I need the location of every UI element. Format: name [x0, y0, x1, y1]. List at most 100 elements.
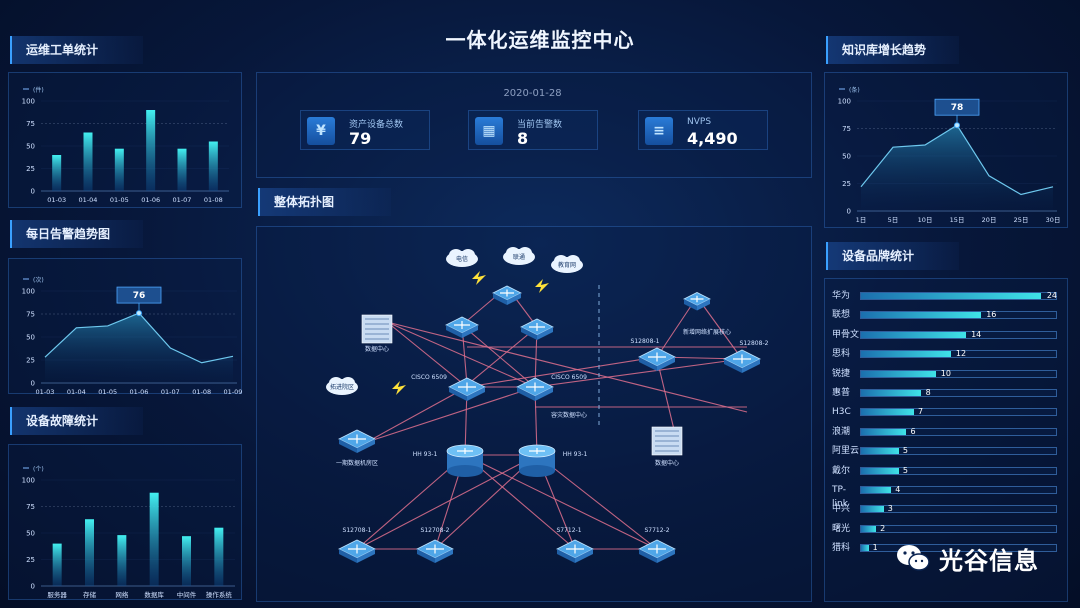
- link-line: [386, 321, 468, 388]
- x-tick-label: 15日: [950, 216, 965, 224]
- y-tick-label: 0: [31, 583, 35, 591]
- peak-badge: [116, 286, 162, 304]
- switch-icon: [683, 292, 711, 311]
- peak-point: [136, 310, 142, 317]
- brand-track: 24: [860, 292, 1057, 300]
- stat-card-assets[interactable]: ¥ 资产设备总数 79: [300, 110, 430, 150]
- brand-value: 12: [955, 349, 967, 359]
- node-label: 容灾数据中心: [551, 411, 587, 419]
- link-line: [366, 386, 468, 443]
- y-tick-label: 50: [26, 334, 35, 342]
- bar: [149, 492, 159, 586]
- bar: [177, 148, 187, 191]
- brand-track: 14: [860, 329, 1057, 339]
- y-tick-label: 25: [26, 357, 35, 365]
- y-tick-label: 100: [22, 98, 35, 106]
- brand-bar: [861, 448, 899, 455]
- y-tick-label: 100: [22, 288, 35, 296]
- link-line: [386, 321, 748, 413]
- switch-icon: [638, 347, 676, 371]
- bar: [85, 519, 94, 586]
- brand-name: 华为: [832, 291, 851, 301]
- x-tick-label: 数据库: [144, 590, 164, 599]
- node-label: S12708-2: [421, 527, 450, 534]
- x-tick-label: 01-06: [130, 388, 149, 395]
- stat-card-alarms[interactable]: ▦ 当前告警数 8: [468, 110, 598, 150]
- link-line: [466, 356, 658, 388]
- stat-card-nvps[interactable]: ≡ NVPS 4,490: [638, 110, 768, 150]
- x-tick-label: 存储: [83, 590, 97, 599]
- node-label: CISCO 6509: [551, 374, 587, 381]
- lightning-icon: [392, 381, 406, 395]
- area-fill: [45, 313, 233, 383]
- link-line: [696, 296, 743, 360]
- topology-title: 整体拓扑图: [258, 188, 391, 216]
- brand-track: 3: [860, 504, 1057, 514]
- switch-icon: [416, 539, 454, 563]
- brand-value: 3: [887, 504, 893, 514]
- brand-bar: [861, 467, 899, 474]
- cloud-icon: 联通: [503, 247, 535, 265]
- brand-name: 锐捷: [832, 368, 851, 379]
- brand-value: 7: [918, 407, 924, 417]
- switch-icon: [448, 377, 486, 401]
- brand-name: H3C: [832, 407, 851, 418]
- switch-icon: [723, 349, 761, 373]
- link-line: [464, 454, 576, 550]
- brand-track: 1: [860, 544, 1057, 553]
- y-tick-label: 25: [842, 180, 851, 188]
- node-label: HH 93-1: [413, 451, 438, 458]
- brands-title: 设备品牌统计: [826, 242, 959, 270]
- brand-bar: [861, 506, 884, 513]
- bar: [52, 543, 62, 586]
- server-icon: [361, 314, 393, 344]
- x-tick-label: 服务器: [47, 590, 67, 599]
- cloud-label: 电信: [456, 255, 468, 263]
- node-label: 数据中心: [365, 345, 389, 353]
- brand-bar: [861, 487, 891, 493]
- switch-icon: [338, 539, 376, 563]
- stat-value: 4,490: [687, 129, 738, 148]
- brand-value: 14: [971, 329, 982, 339]
- unit-label: (件): [33, 86, 44, 94]
- x-tick-label: 01-04: [79, 196, 98, 204]
- link-line: [366, 386, 536, 443]
- brand-value: 5: [902, 465, 908, 475]
- unit-label: (条): [849, 86, 860, 94]
- stat-value: 8: [517, 129, 529, 148]
- brand-bar: [861, 428, 906, 435]
- cloud-label: 联通: [513, 253, 525, 261]
- x-tick-label: 01-08: [204, 196, 223, 204]
- brand-bar: [861, 390, 921, 396]
- link-line: [461, 324, 536, 388]
- area-fill: [861, 125, 1053, 211]
- x-tick-label: 30日: [1046, 216, 1061, 224]
- brand-track: 2: [860, 524, 1057, 533]
- brand-bar: [861, 409, 914, 416]
- bar: [114, 148, 124, 191]
- y-tick-label: 75: [26, 503, 35, 511]
- link-line: [466, 326, 538, 386]
- brand-value: 4: [895, 485, 901, 494]
- core-switch-icon: [492, 285, 522, 305]
- link-line: [386, 321, 536, 388]
- y-tick-label: 75: [842, 125, 851, 133]
- brand-row: H3C 7: [832, 405, 1057, 419]
- y-tick-label: 75: [26, 120, 35, 128]
- peak-point: [954, 122, 960, 129]
- router-icon: [518, 444, 556, 477]
- node-label: S7712-2: [644, 527, 669, 534]
- brand-track: 16: [860, 311, 1057, 320]
- brand-name: 惠普: [832, 388, 851, 398]
